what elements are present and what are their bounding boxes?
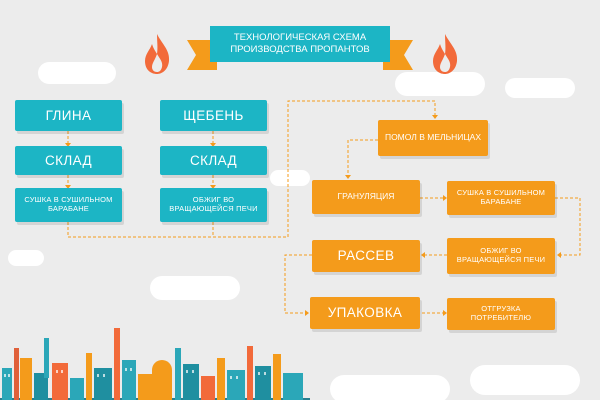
factory-skyline-illustration xyxy=(0,328,310,400)
flame-icon xyxy=(433,34,458,74)
cloud xyxy=(8,250,44,266)
page-title: ТЕХНОЛОГИЧЕСКАЯ СХЕМА ПРОИЗВОДСТВА ПРОПА… xyxy=(210,26,390,62)
drying-step: СУШКА В СУШИЛЬНОМ БАРАБАНЕ xyxy=(447,181,555,215)
granulation-step: ГРАНУЛЯЦИЯ xyxy=(312,180,420,214)
cloud xyxy=(470,365,580,395)
cloud xyxy=(505,78,575,98)
cloud xyxy=(38,62,116,84)
cloud xyxy=(330,375,450,400)
title-line-1: ТЕХНОЛОГИЧЕСКАЯ СХЕМА xyxy=(233,32,367,44)
clay-header: ГЛИНА xyxy=(15,100,122,131)
cloud xyxy=(395,72,485,96)
gravel-warehouse: СКЛАД xyxy=(160,146,267,175)
gravel-firing: ОБЖИГ ВО ВРАЩАЮЩЕЙСЯ ПЕЧИ xyxy=(160,188,267,222)
title-line-2: ПРОИЗВОДСТВА ПРОПАНТОВ xyxy=(230,44,370,55)
packing-step: УПАКОВКА xyxy=(310,297,420,329)
firing-step: ОБЖИГ ВО ВРАЩАЮЩЕЙСЯ ПЕЧИ xyxy=(447,238,555,274)
milling-step: ПОМОЛ В МЕЛЬНИЦАХ xyxy=(378,120,488,156)
cloud xyxy=(270,170,310,186)
cloud xyxy=(150,276,240,300)
sieving-step: РАССЕВ xyxy=(312,240,420,272)
clay-drying: СУШКА В СУШИЛЬНОМ БАРАБАНЕ xyxy=(15,188,122,222)
flame-icon xyxy=(145,34,170,74)
clay-warehouse: СКЛАД xyxy=(15,146,122,175)
shipping-step: ОТГРУЗКА ПОТРЕБИТЕЛЮ xyxy=(447,298,555,330)
gravel-header: ЩЕБЕНЬ xyxy=(160,100,267,131)
